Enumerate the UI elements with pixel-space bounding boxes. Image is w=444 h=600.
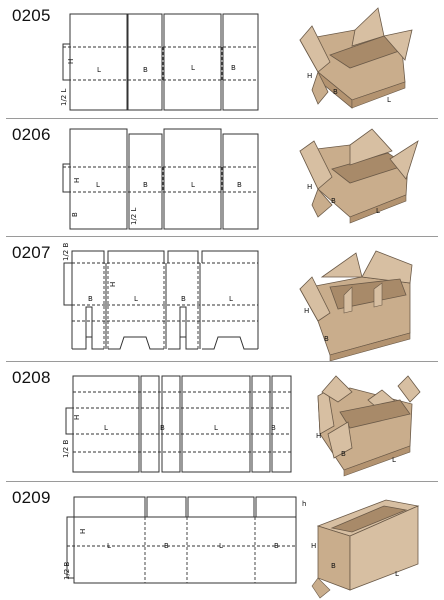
panel-0208: 0208 H 1/2 B L B L B: [0, 362, 444, 482]
label-l2: L: [214, 424, 218, 432]
box-label-b: B: [341, 450, 346, 458]
label-b2: B: [181, 295, 186, 303]
label-l1: L: [104, 424, 108, 432]
dieline-0209: H 1/2 B h L B L B H B L: [63, 496, 420, 599]
label-b1: B: [160, 424, 165, 432]
style-code: 0208: [12, 368, 51, 387]
panel-0206: 0206 H B 1/2 L L B L B: [0, 119, 444, 237]
box-label-l: L: [387, 96, 391, 104]
style-code: 0206: [12, 125, 51, 144]
label-b2: B: [237, 181, 242, 189]
label-half-b: 1/2 B: [62, 243, 70, 261]
divider: [6, 361, 438, 362]
label-b2: B: [271, 424, 276, 432]
box-label-b: B: [333, 88, 338, 96]
dieline-0206: H B 1/2 L L B L B H B L: [62, 128, 419, 230]
label-l2: L: [191, 64, 195, 72]
label-b1: B: [88, 295, 93, 303]
label-b-left: B: [71, 212, 79, 217]
label-l1: L: [107, 542, 111, 550]
divider: [6, 481, 438, 482]
label-b1: B: [164, 542, 169, 550]
box-label-h: H: [307, 183, 312, 191]
label-h: H: [73, 178, 81, 183]
box-label-h: H: [304, 307, 309, 315]
divider: [6, 118, 438, 119]
style-code: 0207: [12, 243, 51, 262]
label-h: H: [73, 415, 81, 420]
label-l1: L: [134, 295, 138, 303]
dieline-0207: 1/2 B H B L B L H B: [62, 243, 413, 362]
panel-0205: 0205 H 1/2 L L B L B: [0, 0, 444, 119]
label-half-l: 1/2 L: [60, 89, 68, 106]
label-h: H: [79, 529, 87, 534]
label-small-h: h: [302, 500, 306, 508]
label-l2: L: [229, 295, 233, 303]
box-illustration-0205: H B L: [299, 7, 413, 109]
panel-0209: 0209 H 1/2 B h L B L B: [0, 482, 444, 600]
box-label-b: B: [324, 335, 329, 343]
box-label-l: L: [395, 570, 399, 578]
panel-0207: 0207: [0, 237, 444, 362]
box-label-l: L: [392, 456, 396, 464]
dieline-0205: H 1/2 L L B L B H B L: [60, 7, 413, 111]
label-l1: L: [97, 66, 101, 74]
box-label-b: B: [331, 197, 336, 205]
box-illustration-0206: H B L: [299, 128, 419, 224]
label-half-b: 1/2 B: [62, 440, 70, 458]
label-h: H: [67, 59, 75, 64]
label-l1: L: [96, 181, 100, 189]
box-label-h: H: [311, 542, 316, 550]
box-illustration-0207: H B: [299, 250, 413, 362]
label-h: H: [109, 282, 117, 287]
label-b1: B: [143, 181, 148, 189]
dieline-0208: H 1/2 B L B L B H B L: [62, 375, 421, 477]
box-label-h: H: [307, 72, 312, 80]
label-b2: B: [231, 64, 236, 72]
box-label-h: H: [316, 432, 321, 440]
style-code: 0209: [12, 488, 51, 507]
label-half-l: 1/2 L: [130, 208, 138, 225]
style-code: 0205: [12, 6, 51, 25]
label-l2: L: [219, 542, 223, 550]
box-illustration-0209: H B L: [311, 499, 420, 599]
label-half-b: 1/2 B: [63, 562, 71, 580]
label-b2: B: [274, 542, 279, 550]
box-illustration-0208: H B L: [316, 375, 421, 477]
label-l2: L: [191, 181, 195, 189]
divider: [6, 236, 438, 237]
box-label-l: L: [376, 207, 380, 215]
box-label-b: B: [331, 562, 336, 570]
label-b1: B: [143, 66, 148, 74]
